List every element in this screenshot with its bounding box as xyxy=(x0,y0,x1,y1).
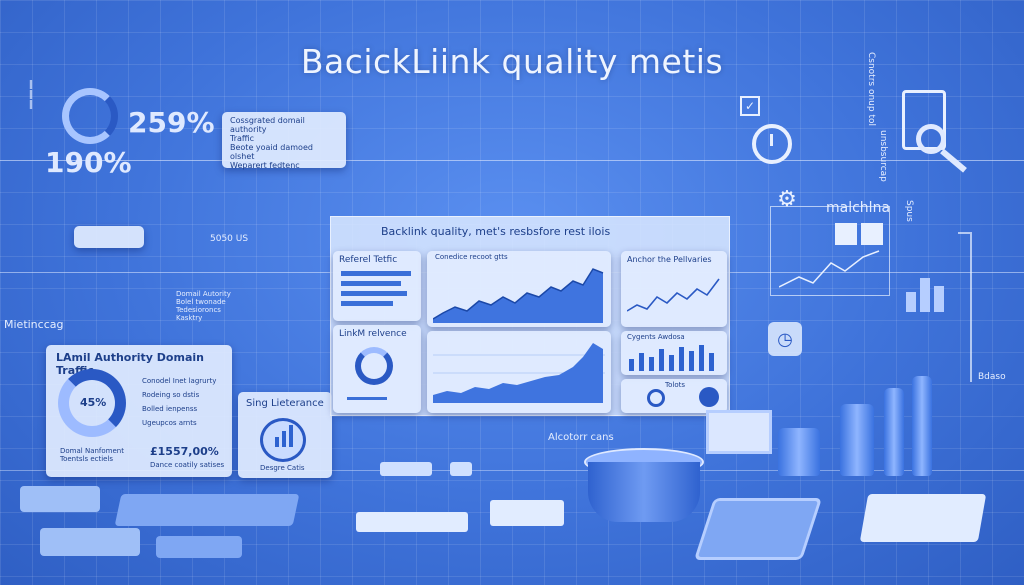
authority-amount: £1557,00% xyxy=(150,445,219,458)
keyboard xyxy=(114,494,300,526)
bar-badge-icon xyxy=(260,418,306,462)
authority-card: LAmil Authority Domain Traffic 45% Conod… xyxy=(46,345,232,477)
book-stack xyxy=(859,494,987,542)
cylinder xyxy=(778,428,820,476)
floor-line xyxy=(0,470,1024,471)
ring-gauge-icon xyxy=(62,88,118,144)
cylinder xyxy=(912,376,932,476)
authority-legend: Conodel Inet lagrurty Rodeing so dstis B… xyxy=(142,377,217,427)
clock-tile-icon: ◷ xyxy=(768,322,802,356)
pad xyxy=(156,536,242,558)
device xyxy=(380,462,432,476)
card-strip xyxy=(356,512,468,532)
mid-label: 5050 US xyxy=(210,234,249,244)
dashboard-panel: Backlink quality, met's resbsfore rest i… xyxy=(330,216,730,416)
bowl xyxy=(584,448,704,528)
cygents-card: Cygents Awdosa xyxy=(621,331,727,375)
monitor xyxy=(706,410,772,454)
magnifier-icon xyxy=(916,124,946,154)
desk-label: Alcotorr cans xyxy=(548,432,614,443)
block xyxy=(20,486,100,512)
chart-a: Conedice recoot gtts xyxy=(427,251,611,327)
cylinder xyxy=(840,404,874,476)
stat-bottom: 190% xyxy=(45,146,132,179)
side-label: Mietinccag xyxy=(4,318,64,331)
tablet xyxy=(693,498,823,560)
keypad xyxy=(40,528,140,556)
trend-frame xyxy=(770,206,890,296)
link-relevance-card: LinkM relvence xyxy=(333,325,421,413)
checkbox-icon: ✓ xyxy=(740,96,760,116)
chart-b xyxy=(427,331,611,413)
mini-bars xyxy=(906,266,946,312)
matching-label: malchlna xyxy=(826,200,891,216)
guide-line xyxy=(0,160,1024,161)
anchor-card: Anchor the Pellvaries xyxy=(621,251,727,327)
stat-top: 259% xyxy=(128,106,215,139)
metric-list: Domail Autority Bolel twonade Tedesioron… xyxy=(176,290,231,322)
small-widget xyxy=(74,226,144,248)
tools-card: Tolots xyxy=(621,379,727,413)
authority-percent: 45% xyxy=(80,396,107,409)
device xyxy=(450,462,472,476)
card-strip xyxy=(490,500,564,526)
referral-card: Referel Tetfic xyxy=(333,251,421,321)
dashboard-header: Backlink quality, met's resbsfore rest i… xyxy=(381,225,611,238)
cylinder xyxy=(884,388,904,476)
gear-icon: ⚙ xyxy=(777,186,797,212)
page-title: BacickLiink quality metis xyxy=(300,42,724,81)
single-card: Sing Lieterance Desgre Catis xyxy=(238,392,332,478)
note-card: Cossgrated domail authority Traffic Beot… xyxy=(222,112,346,170)
clock-icon xyxy=(752,124,792,164)
donut-icon xyxy=(58,369,126,437)
